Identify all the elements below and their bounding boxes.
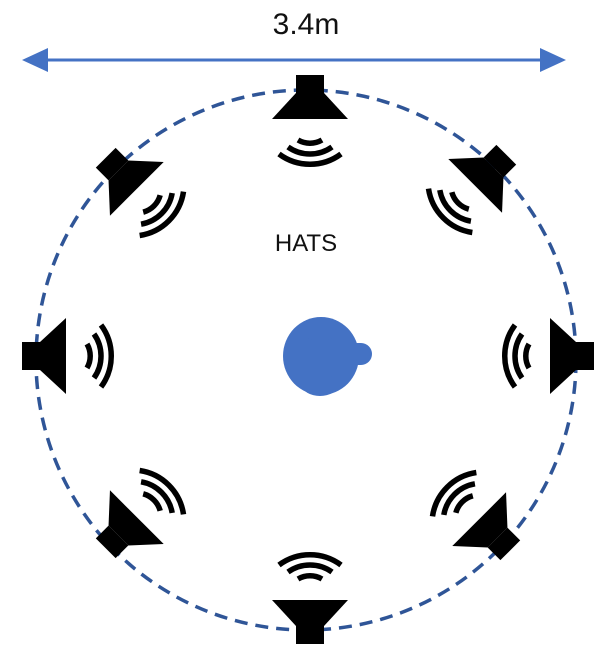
- head-ear-top: [302, 319, 338, 341]
- speaker-icon-bottom-left: [79, 458, 196, 575]
- head-body: [283, 317, 359, 395]
- speaker-icon-right: [505, 318, 594, 394]
- hats-label: HATS: [274, 230, 338, 257]
- arrow-head-right: [540, 48, 566, 72]
- speaker-icon-bottom-right: [420, 460, 537, 577]
- arrow-head-left: [22, 48, 48, 72]
- speaker-icon-top: [272, 75, 348, 164]
- diameter-label: 3.4m: [272, 8, 340, 41]
- head-icon: [283, 317, 372, 396]
- head-ear-bottom: [302, 374, 338, 396]
- double-arrow-icon: [22, 48, 566, 72]
- speaker-icon-top-right: [416, 128, 533, 245]
